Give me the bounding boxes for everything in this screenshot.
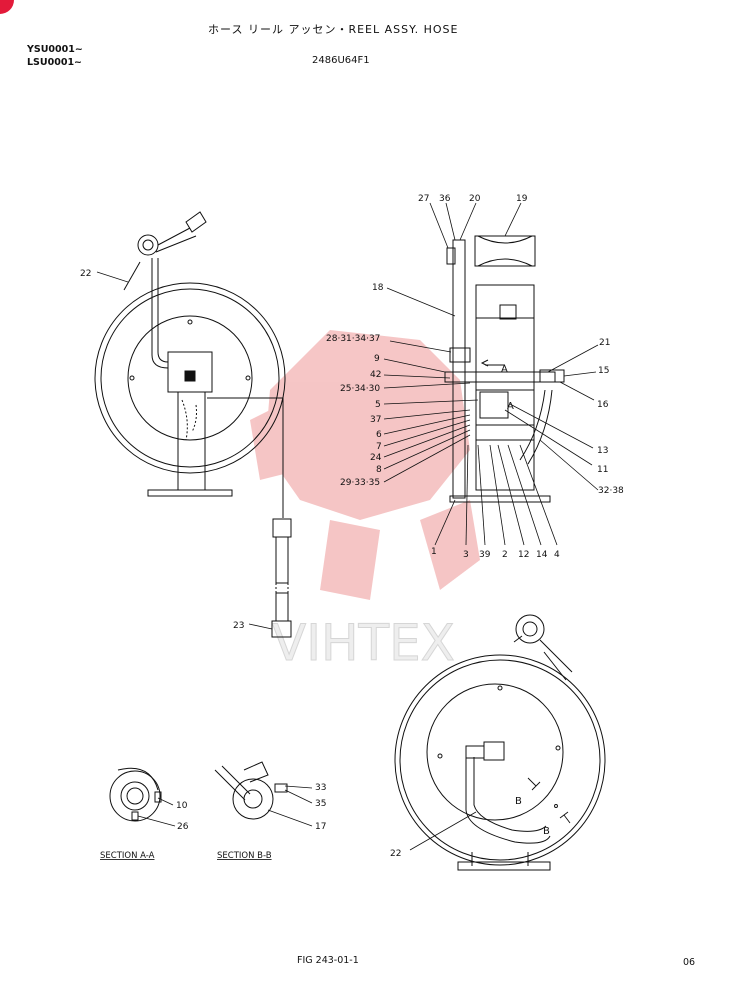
watermark-text: VIHTEX	[272, 614, 455, 672]
callout-20: 20	[469, 194, 481, 204]
callout-7: 7	[376, 442, 382, 452]
section-markers	[527, 777, 571, 824]
callout-33: 33	[315, 783, 326, 793]
reel-front-view	[94, 211, 286, 518]
callout-21: 21	[599, 338, 610, 348]
callout-18: 18	[372, 283, 384, 293]
callout-19: 19	[516, 194, 528, 204]
callout-22: 22	[80, 269, 91, 279]
section-b-marker-2: B	[543, 826, 550, 837]
section-b-b-label: SECTION B-B	[217, 851, 272, 861]
callout-9: 9	[374, 354, 380, 364]
callout-16: 16	[597, 400, 609, 410]
callout-28: 28·31·34·37	[326, 334, 380, 344]
watermark-logo-icon	[250, 330, 480, 600]
callout-26: 26	[177, 822, 189, 832]
corner-mark-icon	[0, 0, 14, 14]
callout-37: 37	[370, 415, 381, 425]
callout-5: 5	[375, 400, 381, 410]
callout-3: 3	[463, 550, 469, 560]
callout-1: 1	[431, 547, 437, 557]
callout-25: 25·34·30	[340, 384, 380, 394]
drawing-title: ホース リール アッセン・REEL ASSY. HOSE	[208, 23, 459, 36]
watermark: VIHTEX	[250, 330, 480, 673]
callout-14: 14	[536, 550, 548, 560]
callout-27: 27	[418, 194, 429, 204]
callout-2: 2	[502, 550, 508, 560]
section-b-b-view	[214, 761, 288, 820]
serial-range-lsu: LSU0001~	[27, 57, 83, 68]
assembly-part-number: 2486U64F1	[312, 55, 370, 66]
section-a-marker-top: A	[501, 364, 508, 375]
callout-15: 15	[598, 366, 609, 376]
callout-13: 13	[597, 446, 608, 456]
hose-assembly-23	[271, 518, 292, 638]
callout-12: 12	[518, 550, 529, 560]
callout-8: 8	[376, 465, 382, 475]
callout-35: 35	[315, 799, 326, 809]
section-a-a-label: SECTION A-A	[100, 851, 155, 861]
callout-29: 29·33·35	[340, 478, 380, 488]
section-a-marker-bottom: A	[507, 401, 514, 412]
section-a-a-view	[109, 767, 162, 822]
serial-range-ysu: YSU0001~	[27, 44, 83, 55]
callout-6: 6	[376, 430, 382, 440]
callout-17: 17	[315, 822, 326, 832]
leader-lines	[96, 202, 599, 851]
callout-39: 39	[479, 550, 491, 560]
section-b-marker-1: B	[515, 796, 522, 807]
callout-36: 36	[439, 194, 451, 204]
reel-rear-view	[394, 614, 606, 871]
callout-4: 4	[554, 550, 560, 560]
callout-23: 23	[233, 621, 244, 631]
callout-42: 42	[370, 370, 381, 380]
callout-22-lower: 22	[390, 849, 401, 859]
callout-11: 11	[597, 465, 608, 475]
callout-32: 32·38	[598, 486, 624, 496]
callout-24: 24	[370, 453, 382, 463]
page-number: 06	[683, 957, 696, 968]
figure-number: FIG 243-01-1	[297, 955, 359, 966]
callout-10: 10	[176, 801, 188, 811]
